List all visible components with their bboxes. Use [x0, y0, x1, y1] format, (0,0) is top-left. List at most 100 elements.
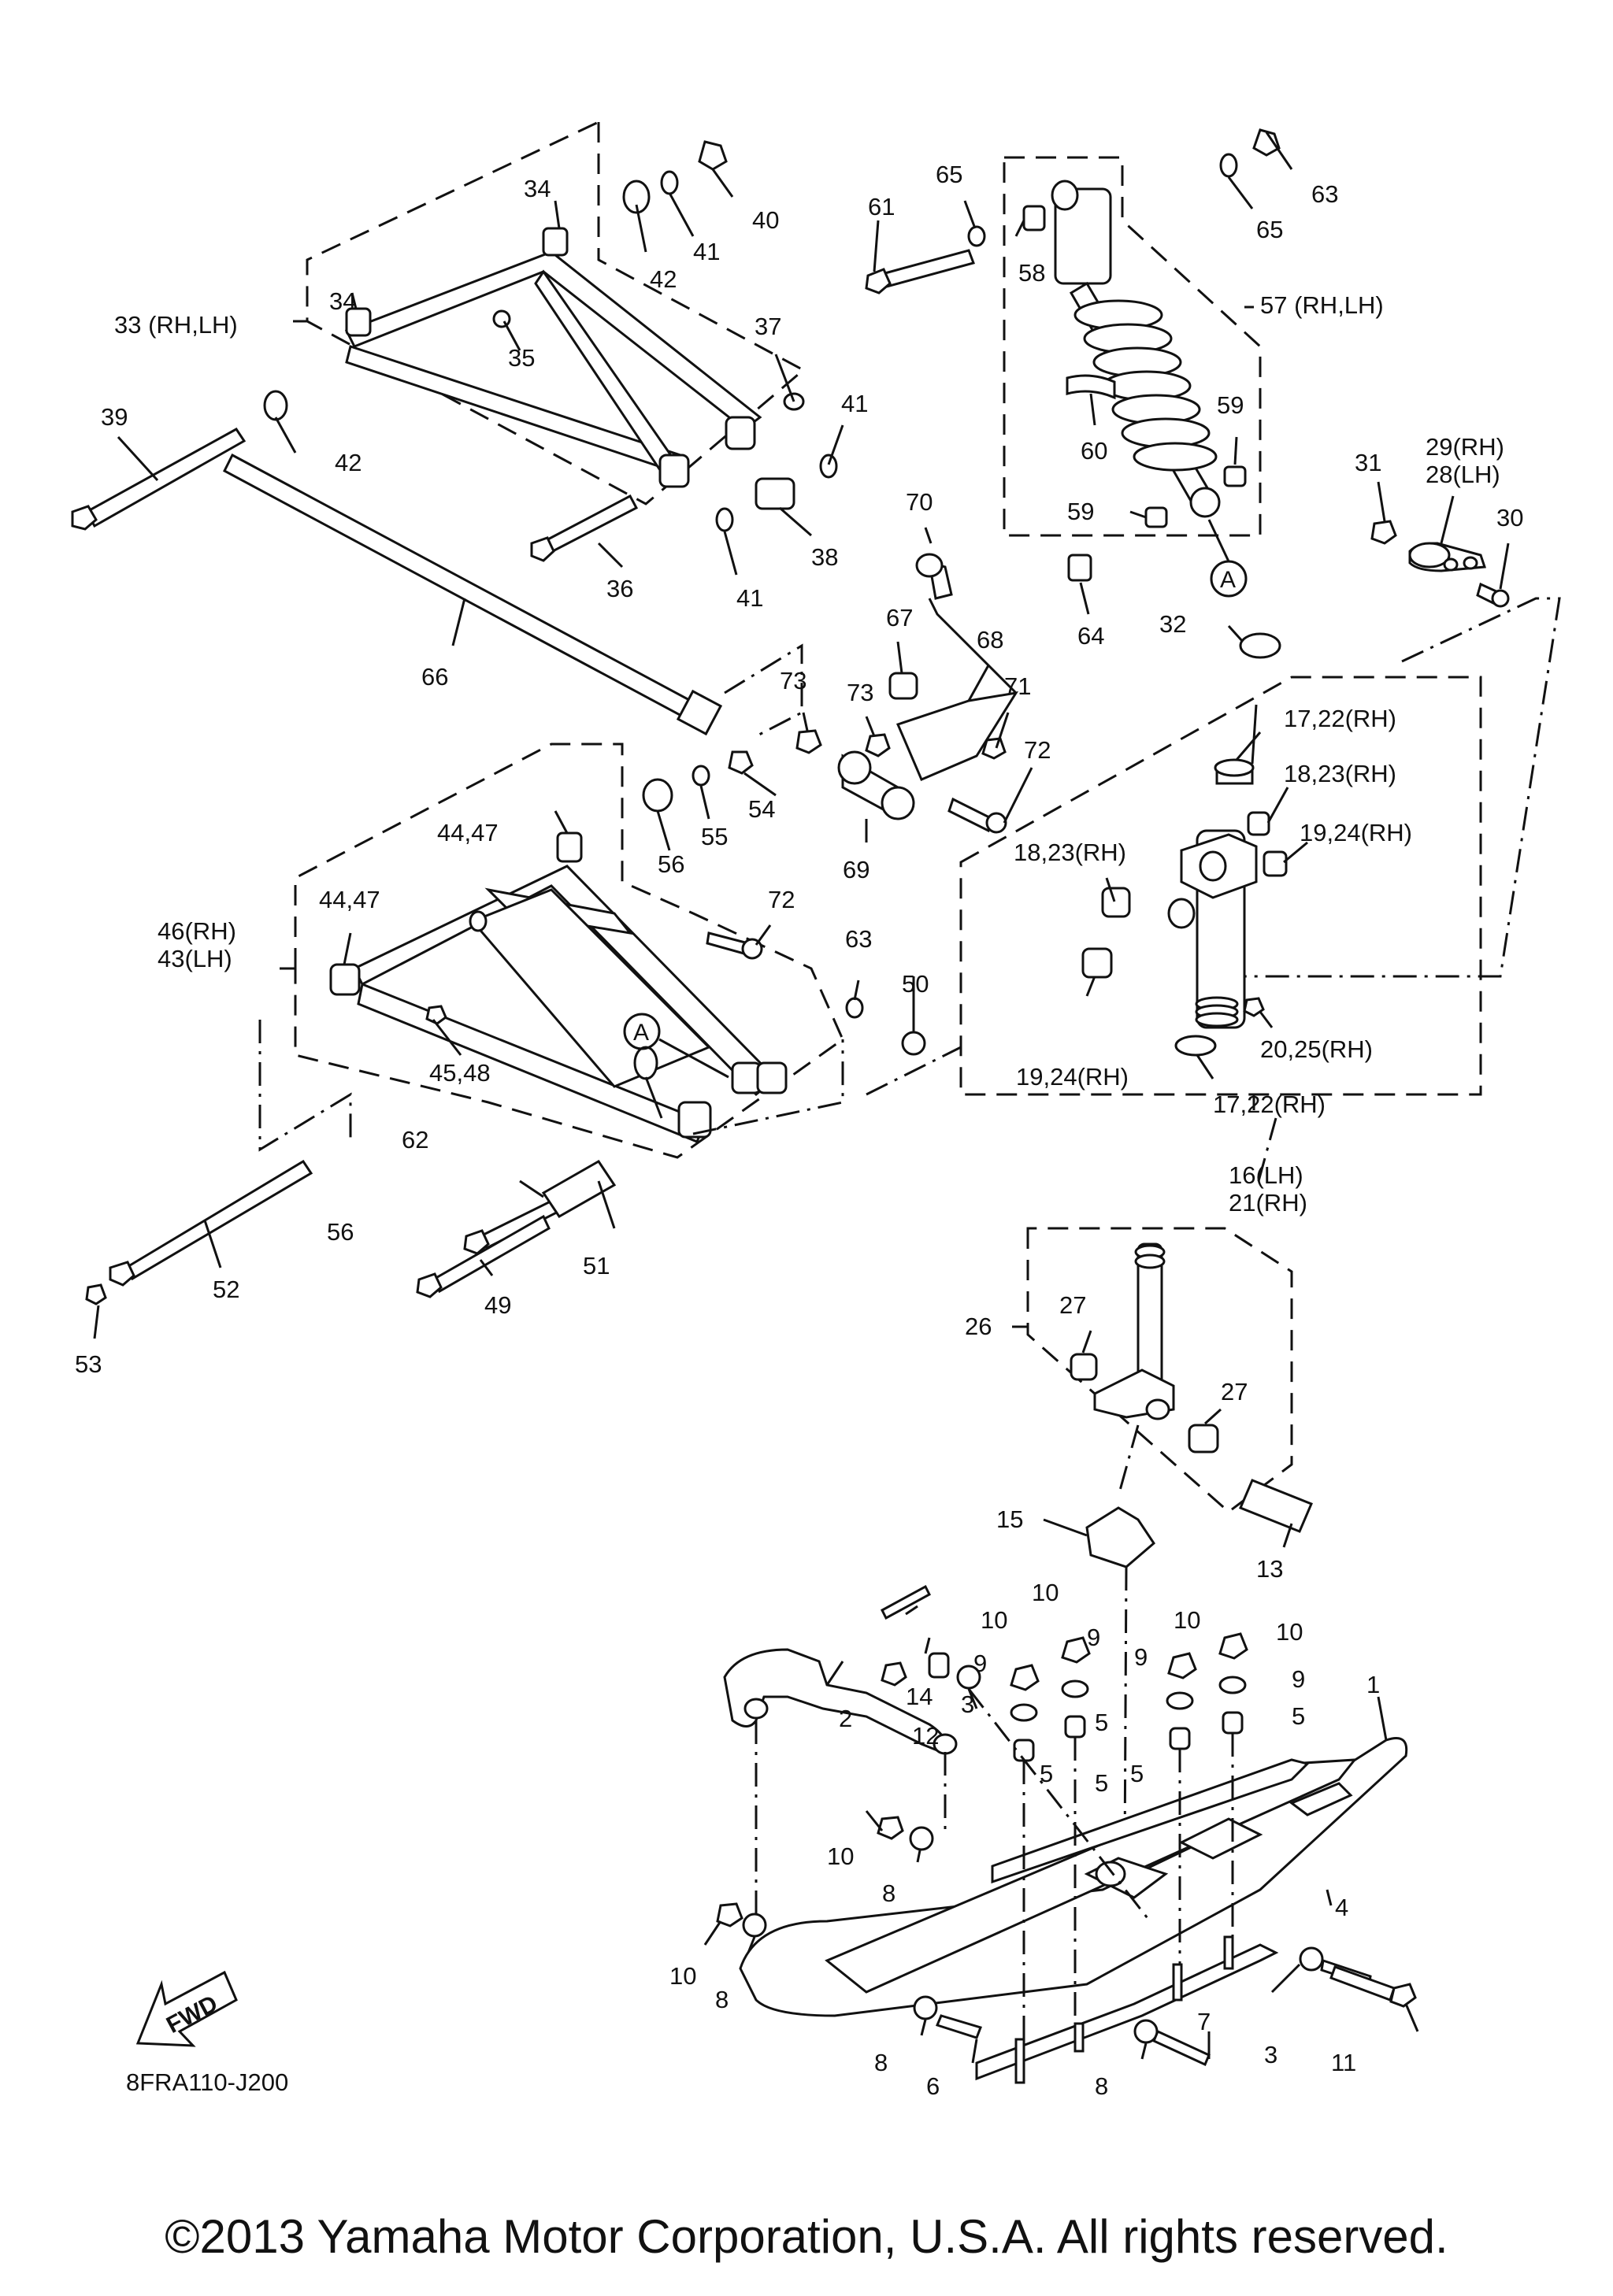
callout-2: 2	[839, 1705, 852, 1732]
callout-56: 56	[658, 850, 684, 878]
ref-marker-a: A	[633, 1020, 649, 1046]
callout-13: 13	[1256, 1555, 1283, 1583]
callout-3: 3	[1264, 2041, 1277, 2068]
callout-4: 4	[1335, 1894, 1348, 1921]
callout-5: 5	[1095, 1769, 1108, 1797]
callout-43: 43(LH)	[158, 945, 232, 972]
callout-36: 36	[606, 575, 633, 602]
callout-44-47: 44,47	[319, 886, 380, 913]
callout-61: 61	[868, 193, 895, 220]
callout-46: 46(RH)	[158, 917, 236, 945]
callout-40: 40	[752, 206, 779, 234]
callout-5: 5	[1040, 1760, 1053, 1787]
callout-19-24: 19,24(RH)	[1016, 1063, 1129, 1091]
callout-27: 27	[1221, 1378, 1248, 1405]
callout-42: 42	[650, 265, 677, 293]
callout-65: 65	[1256, 216, 1283, 243]
callout-54: 54	[748, 795, 775, 823]
callout-11: 11	[1331, 2049, 1356, 2076]
callout-39: 39	[101, 403, 128, 431]
callout-73: 73	[780, 667, 806, 694]
callout-15: 15	[996, 1505, 1023, 1533]
callout-8: 8	[882, 1879, 895, 1907]
callout-42: 42	[335, 449, 362, 476]
callout-10: 10	[1174, 1606, 1200, 1634]
torsion-rod	[223, 453, 723, 736]
callout-72: 72	[768, 886, 795, 913]
callout-8: 8	[715, 1986, 729, 2013]
callout-12: 12	[912, 1722, 939, 1750]
callout-10: 10	[1276, 1618, 1303, 1646]
callout-70: 70	[906, 488, 933, 516]
callout-1: 1	[1366, 1671, 1380, 1698]
upper-a-arm-group	[71, 120, 844, 576]
callout-53: 53	[75, 1350, 102, 1378]
callout-56: 56	[327, 1218, 354, 1246]
callout-51: 51	[583, 1252, 610, 1279]
callout-9: 9	[1087, 1624, 1100, 1651]
callout-37: 37	[755, 313, 781, 340]
callout-16: 16(LH)	[1229, 1161, 1303, 1189]
callout-63: 63	[845, 925, 872, 953]
callout-9: 9	[1134, 1643, 1148, 1671]
callout-9: 9	[1292, 1665, 1305, 1693]
callout-labels: 40 34 41 42 34 33 (RH,LH) 35 37 41 39 42…	[75, 161, 1523, 2100]
callout-21: 21(RH)	[1229, 1189, 1307, 1217]
copyright-notice: ©2013 Yamaha Motor Corporation, U.S.A. A…	[165, 2210, 1448, 2263]
lower-a-arm-group	[85, 643, 962, 1339]
callout-5: 5	[1130, 1760, 1144, 1787]
callout-10: 10	[669, 1962, 696, 1990]
callout-30: 30	[1496, 504, 1523, 531]
callout-31: 31	[1355, 449, 1381, 476]
callout-35: 35	[508, 344, 535, 372]
callout-50: 50	[902, 970, 929, 998]
callout-32: 32	[1159, 610, 1186, 638]
callout-26: 26	[965, 1313, 992, 1340]
callout-45-48: 45,48	[429, 1059, 491, 1087]
diagram-code: 8FRA110-J200	[126, 2068, 288, 2096]
callout-3: 3	[961, 1691, 974, 1718]
callout-66: 66	[421, 663, 448, 691]
callout-62: 62	[402, 1126, 428, 1154]
spindle-group	[1012, 1227, 1313, 1859]
callout-72: 72	[1024, 736, 1051, 764]
knuckle-threads	[1195, 996, 1239, 1028]
callout-67: 67	[886, 604, 913, 631]
callout-7: 7	[1197, 2008, 1211, 2035]
callout-8: 8	[1095, 2072, 1108, 2100]
steering-knuckle-group	[959, 676, 1482, 1182]
callout-14: 14	[906, 1683, 933, 1710]
shock-absorber-group	[865, 128, 1293, 615]
callout-34: 34	[329, 287, 356, 315]
callout-17-22: 17,22(RH)	[1284, 705, 1396, 732]
callout-52: 52	[213, 1276, 239, 1303]
callout-18-23: 18,23(RH)	[1014, 839, 1126, 866]
callout-9: 9	[973, 1650, 987, 1677]
callout-10: 10	[827, 1842, 854, 1870]
callout-8: 8	[874, 2049, 888, 2076]
fwd-arrow: FWD	[135, 1970, 238, 2047]
callout-64: 64	[1077, 622, 1104, 650]
callout-41: 41	[736, 584, 763, 612]
callout-41: 41	[841, 390, 868, 417]
callout-73: 73	[847, 679, 873, 706]
callout-57: 57 (RH,LH)	[1260, 291, 1384, 319]
link-rod-group	[706, 527, 1033, 960]
callout-71: 71	[1004, 672, 1031, 700]
callout-34: 34	[524, 175, 551, 202]
callout-38: 38	[811, 543, 838, 571]
callout-69: 69	[843, 856, 870, 883]
callout-18-23: 18,23(RH)	[1284, 760, 1396, 787]
callout-29: 29(RH)	[1426, 433, 1504, 461]
callout-6: 6	[926, 2072, 940, 2100]
callout-60: 60	[1081, 437, 1107, 465]
callout-27: 27	[1059, 1291, 1086, 1319]
callout-17-22: 17,22(RH)	[1213, 1091, 1326, 1118]
callout-55: 55	[701, 823, 728, 850]
ref-marker-a: A	[1220, 567, 1236, 593]
callout-10: 10	[981, 1606, 1007, 1634]
coil-spring	[1073, 299, 1218, 472]
callout-19-24: 19,24(RH)	[1300, 819, 1412, 846]
mount-hardware-stacks	[1010, 1632, 1248, 1762]
